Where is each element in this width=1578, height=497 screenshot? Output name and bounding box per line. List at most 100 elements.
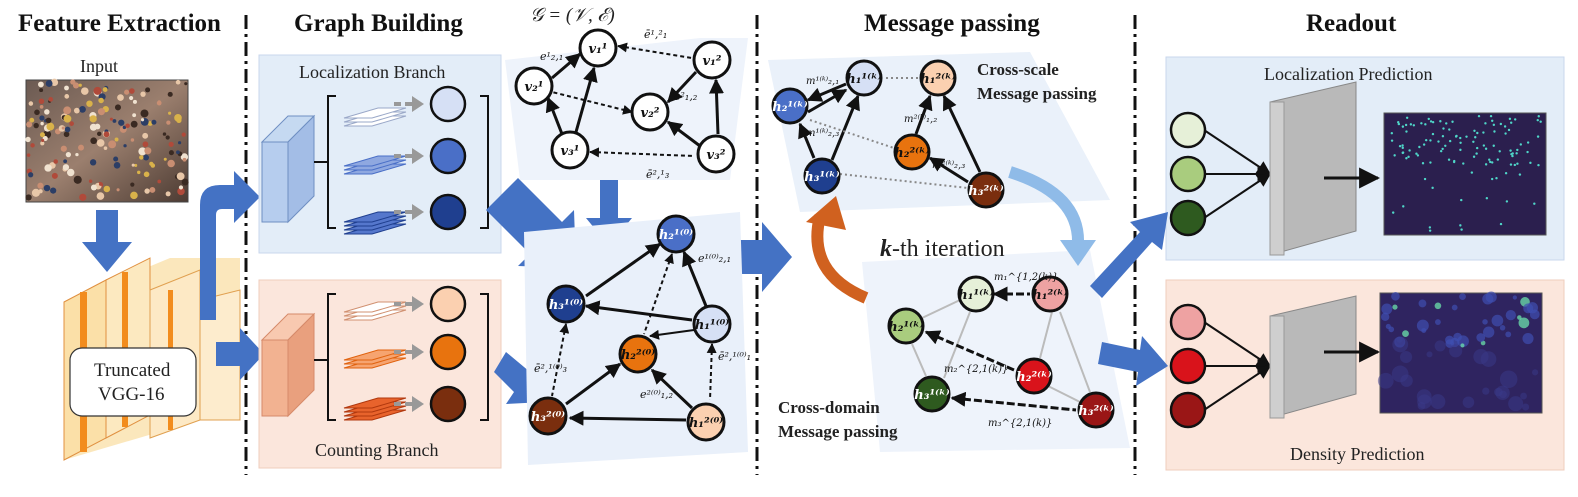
crowd-head bbox=[118, 119, 125, 126]
crowd-head bbox=[63, 159, 68, 164]
crowd-head bbox=[69, 121, 74, 126]
msg-upper-node: h₃¹⁽ᵏ⁾ bbox=[803, 157, 841, 195]
crowd-head bbox=[174, 114, 182, 122]
density-blob bbox=[1517, 315, 1522, 320]
loc-point bbox=[1416, 154, 1420, 157]
crowd-head bbox=[38, 98, 45, 105]
loc-point bbox=[1448, 128, 1451, 131]
dashed-arrowhead bbox=[412, 148, 424, 164]
graph-edge bbox=[914, 94, 933, 135]
bottom-graph-node: h₂¹⁽⁰⁾ bbox=[656, 214, 696, 254]
crowd-head bbox=[80, 87, 89, 95]
msg-upper-node: h₁²⁽ᵏ⁾ bbox=[919, 59, 957, 97]
loc-point bbox=[1409, 123, 1413, 126]
loc-point bbox=[1519, 143, 1522, 146]
density-blob bbox=[1402, 330, 1409, 337]
feature-node bbox=[429, 85, 467, 123]
crowd-head bbox=[26, 153, 31, 157]
graph-node-label: h₁²⁽⁰⁾ bbox=[689, 416, 723, 431]
localization-branch-label: Localization Branch bbox=[299, 62, 446, 82]
crowd-head bbox=[53, 159, 58, 164]
graph-edge bbox=[551, 52, 582, 80]
density-blob bbox=[1430, 394, 1446, 410]
density-blob bbox=[1381, 312, 1390, 322]
loc-point bbox=[1429, 161, 1432, 164]
loc-point bbox=[1513, 163, 1517, 167]
crowd-head bbox=[114, 137, 119, 142]
graph-node-circle bbox=[692, 40, 732, 80]
crowd-head bbox=[44, 164, 52, 172]
loc-point bbox=[1484, 147, 1488, 150]
loc-point bbox=[1401, 146, 1404, 150]
arrow-to-loc-readout bbox=[1090, 212, 1168, 298]
crowd-head bbox=[175, 79, 181, 85]
loc-point bbox=[1510, 152, 1513, 156]
crowd-head bbox=[98, 182, 103, 186]
loc-point bbox=[1473, 129, 1476, 132]
graph-edge bbox=[709, 78, 724, 135]
msg-lower-node: h₃¹⁽ᵏ⁾ bbox=[913, 375, 951, 413]
section-separators bbox=[244, 15, 1137, 475]
loc-point bbox=[1444, 144, 1447, 147]
crowd-head bbox=[39, 132, 45, 138]
bottom-graph-node: h₁²⁽⁰⁾ bbox=[686, 402, 726, 442]
graph-edge bbox=[568, 410, 687, 426]
loc-point bbox=[1448, 139, 1452, 143]
graph-edge bbox=[942, 94, 982, 173]
density-blob bbox=[1499, 390, 1507, 399]
head-edge bbox=[1203, 321, 1272, 367]
top-graph-node: v₁¹ bbox=[578, 28, 618, 68]
crowd-head bbox=[63, 114, 72, 123]
feature-node bbox=[429, 193, 467, 231]
head-edge bbox=[1203, 365, 1272, 411]
cross-scale-label-line1: Cross-scale bbox=[977, 60, 1059, 79]
graph-node-circle bbox=[1031, 275, 1069, 313]
density-blob bbox=[1505, 331, 1512, 338]
feature-node bbox=[429, 137, 467, 175]
graph-node-circle bbox=[546, 284, 586, 324]
backbone-label-box bbox=[69, 347, 197, 417]
loc-point bbox=[1445, 122, 1448, 125]
loc-point bbox=[1518, 173, 1522, 176]
crowd-head bbox=[123, 144, 127, 148]
graph-node-circle bbox=[1015, 357, 1053, 395]
edge-label-msg: m²⁽ᵏ⁾₂,₃ bbox=[932, 160, 965, 171]
crowd-head bbox=[151, 119, 157, 125]
loc-point bbox=[1509, 121, 1513, 124]
loc-point bbox=[1451, 120, 1454, 123]
density-blob bbox=[1391, 291, 1400, 301]
loc-point bbox=[1429, 139, 1432, 142]
fc-layer-front bbox=[1269, 101, 1285, 256]
crowd-head bbox=[103, 131, 110, 138]
loc-point bbox=[1529, 161, 1532, 165]
graph-node-circle bbox=[967, 171, 1005, 209]
loc-point bbox=[1460, 228, 1463, 231]
graph-edge bbox=[650, 368, 694, 410]
crowd-head bbox=[113, 161, 121, 169]
head-edge bbox=[1203, 173, 1272, 219]
section-title-message-passing: Message passing bbox=[864, 10, 1040, 37]
crowd-head bbox=[124, 89, 130, 95]
graph-formula: 𝒢 = (𝒱, ℰ) bbox=[530, 5, 615, 26]
loc-point bbox=[1431, 120, 1435, 124]
density-blob bbox=[1483, 326, 1495, 338]
loc-point bbox=[1536, 118, 1539, 122]
density-blob bbox=[1529, 309, 1540, 320]
backbone-label-line1: Truncated bbox=[94, 360, 171, 381]
crowd-head bbox=[39, 104, 44, 109]
crowd-head bbox=[113, 156, 119, 162]
crowd-head bbox=[130, 182, 135, 187]
graph-edge bbox=[682, 250, 708, 307]
crowd-head bbox=[177, 187, 185, 196]
loc-point bbox=[1415, 152, 1418, 155]
density-blob bbox=[1485, 291, 1497, 303]
arrow-to-density-readout bbox=[1098, 336, 1168, 386]
top-graph-node: v₃² bbox=[696, 134, 736, 174]
graph-node-circle bbox=[845, 59, 883, 97]
loc-point bbox=[1507, 128, 1511, 132]
loc-point bbox=[1404, 123, 1408, 127]
graph-node-label: h₂¹⁽⁰⁾ bbox=[659, 228, 693, 243]
backbone-label-line2: VGG-16 bbox=[98, 384, 165, 405]
crowd-head bbox=[26, 121, 33, 128]
graph-node-circle bbox=[514, 66, 554, 106]
